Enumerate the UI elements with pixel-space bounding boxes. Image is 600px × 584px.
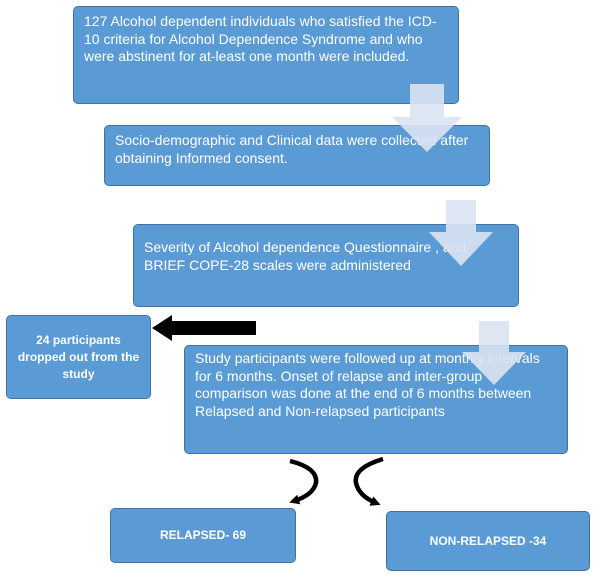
step-3-box: Severity of Alcohol dependence Questionn… [133, 224, 519, 307]
down-arrow-2 [429, 200, 493, 266]
non-relapsed-box: NON-RELAPSED -34 [386, 511, 590, 571]
left-arrow-dropout [152, 315, 256, 341]
curved-arrow-non-relapsed [353, 456, 384, 506]
step-1-text: 127 Alcohol dependent individuals who sa… [84, 13, 437, 64]
step-3-text: Severity of Alcohol dependence Questionn… [144, 239, 467, 273]
step-2-box: Socio-demographic and Clinical data were… [104, 125, 490, 186]
step-4-text: Study participants were followed up at m… [195, 350, 540, 419]
down-arrow-1 [392, 84, 462, 152]
dropout-box: 24 participants dropped out from the stu… [6, 315, 151, 399]
step-4-box: Study participants were followed up at m… [184, 345, 568, 454]
curved-arrow-relapsed [289, 458, 319, 505]
down-arrow-3 [462, 321, 526, 385]
relapsed-box: RELAPSED- 69 [110, 508, 296, 563]
step-2-text: Socio-demographic and Clinical data were… [115, 132, 469, 166]
step-1-box: 127 Alcohol dependent individuals who sa… [73, 6, 459, 104]
non-relapsed-text: NON-RELAPSED -34 [429, 533, 547, 548]
dropout-text: 24 participants dropped out from the stu… [17, 332, 140, 381]
relapsed-text: RELAPSED- 69 [159, 528, 247, 542]
